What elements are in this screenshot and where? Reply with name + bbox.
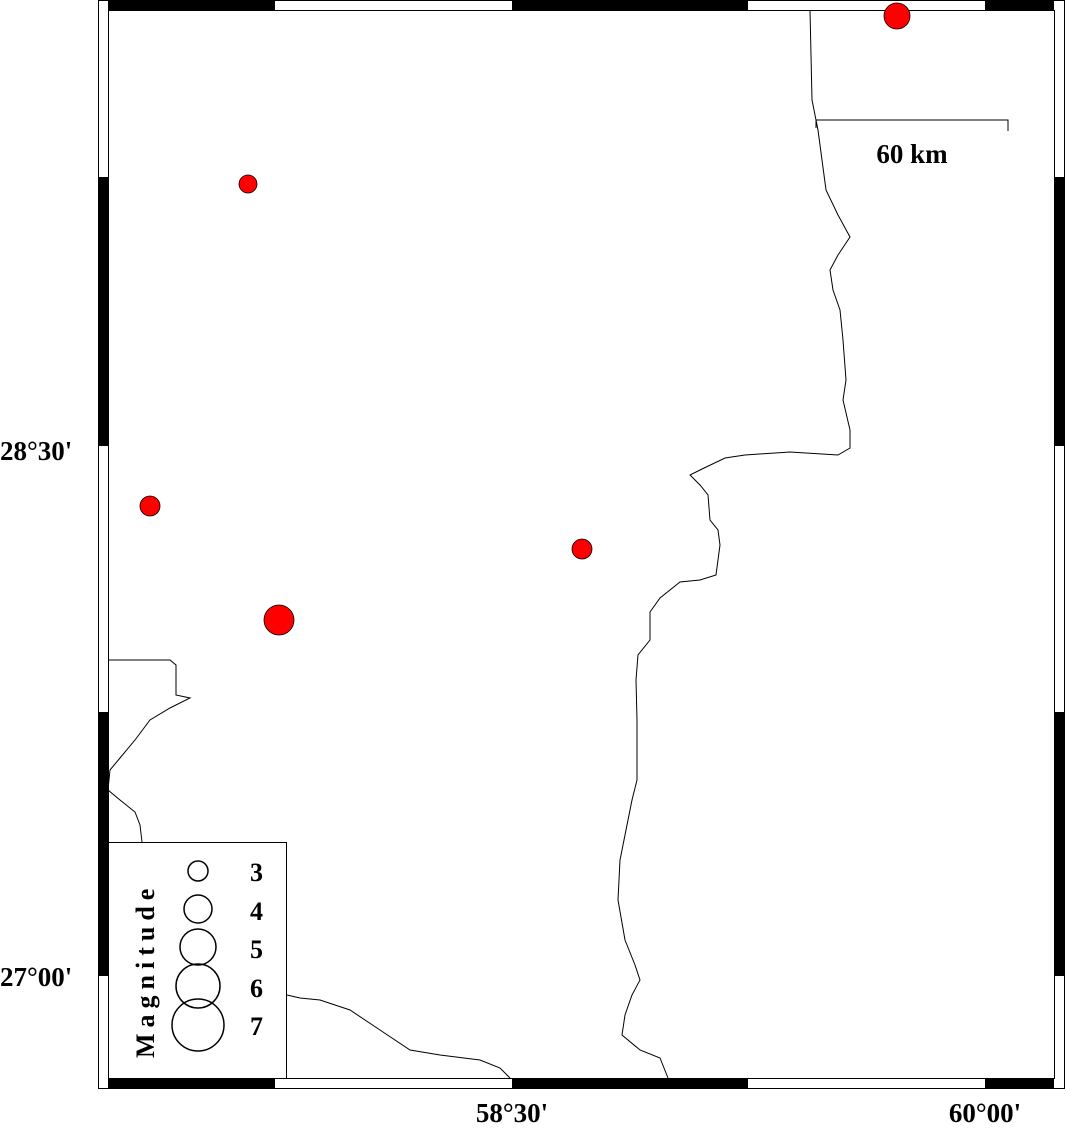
boundary-line-east — [617, 9, 851, 1079]
coastline-south — [286, 994, 511, 1079]
legend-symbol-7 — [171, 998, 225, 1052]
earthquake-event[interactable] — [571, 538, 593, 560]
earthquake-event[interactable] — [263, 604, 295, 636]
legend-symbol-4 — [183, 894, 213, 924]
scale-bar: 60 km — [815, 119, 1009, 169]
legend-symbol-6 — [175, 963, 221, 1009]
earthquake-events — [139, 2, 911, 636]
legend-symbol-3 — [187, 860, 209, 882]
legend-symbol-5 — [179, 928, 217, 966]
lat-label-28-30: 28°30' — [0, 436, 72, 466]
earthquake-event[interactable] — [238, 174, 258, 194]
legend-label-7: 7 — [250, 1012, 263, 1041]
earthquake-event[interactable] — [139, 495, 161, 517]
legend-label-5: 5 — [250, 935, 263, 964]
legend-title: Magnitude — [131, 883, 160, 1058]
earthquake-event[interactable] — [883, 2, 911, 30]
scale-bar-label: 60 km — [876, 139, 948, 169]
lon-label-60-00: 60°00' — [949, 1098, 1021, 1127]
legend-label-6: 6 — [250, 974, 263, 1003]
legend-label-4: 4 — [250, 897, 263, 926]
legend-label-3: 3 — [250, 858, 263, 887]
lat-label-27-00: 27°00' — [0, 962, 72, 992]
lon-label-58-30: 58°30' — [476, 1098, 548, 1127]
boundary-line-west — [107, 659, 192, 843]
magnitude-legend: Magnitude 3 4 5 6 7 — [108, 842, 287, 1079]
